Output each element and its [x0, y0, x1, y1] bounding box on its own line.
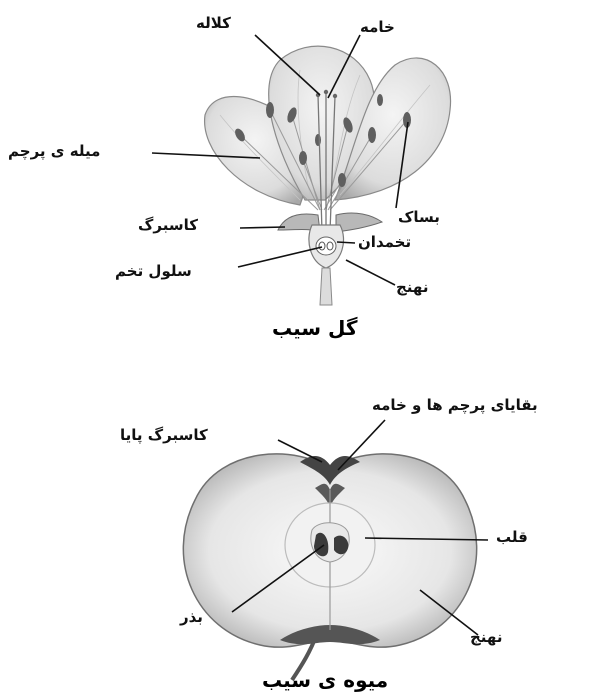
right-sepal [336, 213, 382, 232]
label-remnants: بقایای پرچم ها و خامه [372, 398, 538, 413]
label-style: خامه [360, 20, 395, 35]
label-seed: بذر [180, 610, 203, 625]
label-ovule: سلول تخم [115, 264, 192, 279]
label-stigma: کلاله [196, 16, 231, 31]
flower-title: گل سیب [272, 318, 357, 338]
apple-fruit-illustration [183, 454, 476, 680]
label-fruit-receptacle: نهنج [470, 630, 502, 645]
label-anther: بساک [398, 210, 440, 225]
label-sepal: کاسبرگ [138, 218, 198, 233]
label-persistent-sepal: کاسبرگ پایا [120, 428, 208, 443]
label-filament: میله ی پرچم [8, 144, 100, 159]
label-ovary: تخمدان [358, 235, 411, 250]
fruit-title: میوه ی سیب [262, 670, 388, 690]
label-core: قلب [496, 530, 528, 545]
label-flower-receptacle: نهنج [396, 280, 428, 295]
flower-stem [320, 268, 332, 305]
